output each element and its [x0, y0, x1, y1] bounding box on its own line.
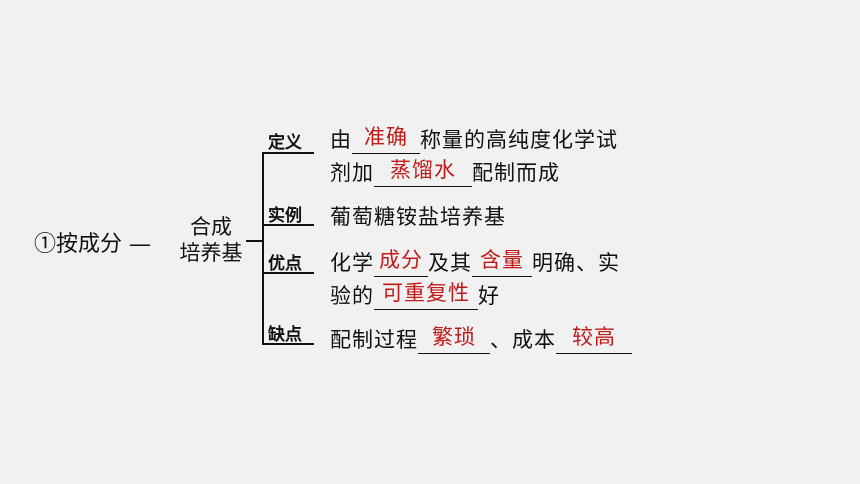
answer-text: 含量 [480, 248, 524, 272]
text-segment: 、成本 [490, 328, 556, 352]
branch-line-definition [262, 152, 314, 154]
definition-line-1: 由准确称量的高纯度化学试 [330, 124, 618, 154]
answer-blank: 繁琐 [418, 325, 490, 354]
category-disadvantage: 缺点 [268, 325, 302, 345]
text-segment: 由 [330, 128, 352, 152]
text-segment: 及其 [428, 251, 472, 275]
text-segment: 配制而成 [472, 161, 560, 185]
answer-text: 成分 [379, 248, 423, 272]
text-segment: 称量的高纯度化学试 [420, 128, 618, 152]
text-segment: 剂加 [330, 161, 374, 185]
answer-blank: 蒸馏水 [374, 158, 472, 187]
example-line: 葡萄糖铵盐培养基 [330, 205, 506, 229]
answer-text: 可重复性 [382, 281, 470, 305]
advantage-line-2: 验的可重复性好 [330, 280, 500, 310]
node-line1: 合成 [190, 215, 232, 239]
category-advantage: 优点 [268, 254, 302, 274]
answer-blank: 成分 [374, 248, 428, 277]
text-segment: 明确、实 [532, 251, 620, 275]
definition-line-2: 剂加蒸馏水配制而成 [330, 157, 560, 187]
text-segment: 验的 [330, 284, 374, 308]
advantage-line-1: 化学成分及其含量明确、实 [330, 247, 620, 277]
answer-blank: 较高 [556, 325, 632, 354]
answer-text: 较高 [572, 325, 616, 349]
answer-blank: 含量 [472, 248, 532, 277]
root-label: ①按成分 — [34, 232, 151, 257]
text-segment: 好 [478, 284, 500, 308]
category-definition: 定义 [268, 133, 302, 153]
disadvantage-line: 配制过程繁琐、成本较高 [330, 324, 632, 354]
branch-line-advantage [262, 272, 314, 274]
text-segment: 化学 [330, 251, 374, 275]
answer-text: 繁琐 [432, 325, 476, 349]
answer-text: 准确 [364, 125, 408, 149]
answer-blank: 可重复性 [374, 281, 478, 310]
branch-line-example [262, 224, 314, 226]
text-segment: 配制过程 [330, 328, 418, 352]
category-example: 实例 [268, 206, 302, 226]
node-line2: 培养基 [179, 241, 243, 265]
connector-line [246, 240, 262, 242]
answer-blank: 准确 [352, 125, 420, 154]
answer-text: 蒸馏水 [390, 158, 456, 182]
branch-line-disadvantage [262, 343, 314, 345]
bracket-vertical [262, 152, 264, 344]
node-label: 合成 培养基 [176, 214, 246, 266]
